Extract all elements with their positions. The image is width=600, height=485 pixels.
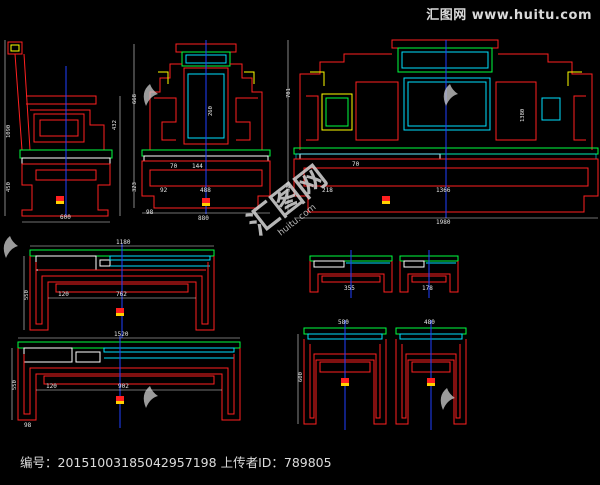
dim-width-b: 480: [424, 319, 435, 326]
footer-info: 编号：20151003185042957198 上传者ID：789805: [20, 452, 332, 471]
dim-v: 323: [286, 182, 292, 192]
table-long: 1520 550 120 902 98: [11, 331, 241, 429]
side-view-chair: 1090 450 432 600: [4, 40, 121, 223]
dim-height: 1090: [6, 125, 12, 138]
dim-d1: 70: [170, 163, 178, 170]
dim-inner: 902: [118, 383, 129, 390]
footer-uploader-value: 789805: [283, 455, 332, 470]
dim-d1: 355: [344, 285, 355, 292]
dim-width-a: 580: [338, 319, 349, 326]
coffee-table-large: 1180 550 120 762: [23, 239, 215, 338]
dim-d1: 70: [352, 161, 360, 168]
footer-uploader-label: 上传者ID：: [220, 455, 284, 470]
side-tables: 580 600 480: [297, 319, 467, 430]
dim-width: 1520: [114, 331, 129, 338]
dim-d4: 488: [200, 187, 211, 194]
dim-v2: 432: [112, 120, 118, 130]
dim-height: 550: [24, 290, 30, 300]
dim-inner: 762: [116, 291, 127, 298]
footer-id-value: 20151003185042957198: [57, 455, 217, 470]
dim-height: 668: [132, 94, 138, 104]
front-view-sofa: 781 323 1380 70 218 1366 1980: [286, 39, 599, 226]
coffee-table-small: 355 178: [309, 250, 459, 298]
dim-d2: 144: [192, 163, 203, 170]
front-view-chair: 668 323 260 70 144 92 488 880 98: [132, 40, 271, 222]
dim-seat-height: 450: [6, 182, 12, 192]
dim-d2: 178: [422, 285, 433, 292]
dim-back-width: 260: [208, 106, 214, 116]
dim-height: 550: [12, 380, 18, 390]
footer-id-label: 编号：: [20, 455, 58, 470]
dim-seat-width: 1366: [436, 187, 451, 194]
watermark-center: 汇图网 huitu.com: [241, 159, 333, 242]
dim-total-width: 1980: [436, 219, 451, 226]
dim-d3: 92: [160, 187, 168, 194]
dim-d2: 218: [322, 187, 333, 194]
dim-d1: 120: [46, 383, 57, 390]
dim-height-a: 600: [298, 372, 304, 382]
dim-depth: 600: [60, 214, 71, 221]
dim-leg: 98: [24, 422, 32, 429]
dim-leg: 98: [146, 209, 154, 216]
watermark-logo-icon: [3, 84, 458, 410]
dim-d1: 120: [58, 291, 69, 298]
dim-v: 323: [132, 182, 138, 192]
dim-seat-width: 880: [198, 215, 209, 222]
dim-side-width: 1380: [520, 109, 526, 122]
dim-width: 1180: [116, 239, 131, 246]
watermark-top-right: 汇图网 www.huitu.com: [426, 8, 592, 23]
dim-height: 781: [286, 88, 292, 98]
